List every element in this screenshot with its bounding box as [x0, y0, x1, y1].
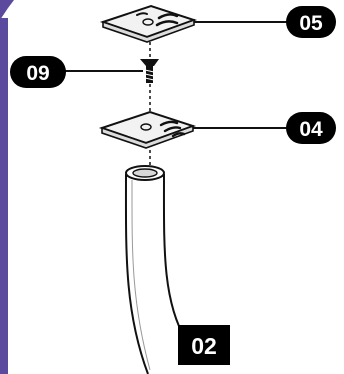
callout-02: 02 [178, 325, 230, 365]
callout-02-label: 02 [191, 333, 217, 359]
callout-05: 05 [286, 6, 336, 38]
callout-04: 04 [286, 112, 336, 144]
callout-04-label: 04 [299, 118, 323, 141]
top-plate [99, 4, 292, 43]
screw [60, 59, 159, 83]
callout-09-label: 09 [26, 62, 49, 85]
mount-plate [98, 110, 292, 149]
accent-strip [0, 0, 14, 374]
tube [124, 165, 187, 374]
callout-05-label: 05 [299, 12, 323, 35]
callout-09: 09 [10, 56, 66, 88]
